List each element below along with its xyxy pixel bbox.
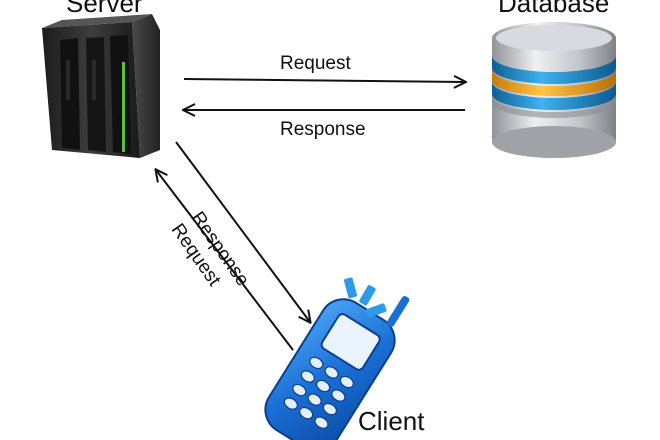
edge-label-database-to-server: Response xyxy=(280,119,366,140)
arrow-server-to-database xyxy=(183,79,465,82)
database-label: Database xyxy=(498,0,610,18)
server-led xyxy=(122,62,125,152)
server-tower-icon xyxy=(42,14,160,158)
server-label: Server xyxy=(66,0,143,18)
edge-label-server-to-database: Request xyxy=(280,53,351,74)
client-label: Client xyxy=(358,406,425,436)
arrow-client-to-server xyxy=(156,170,294,351)
arrow-server-to-client xyxy=(175,141,310,322)
database-cylinder-icon xyxy=(492,22,616,158)
mobile-phone-icon xyxy=(264,295,410,440)
signal-waves-icon xyxy=(343,277,387,318)
